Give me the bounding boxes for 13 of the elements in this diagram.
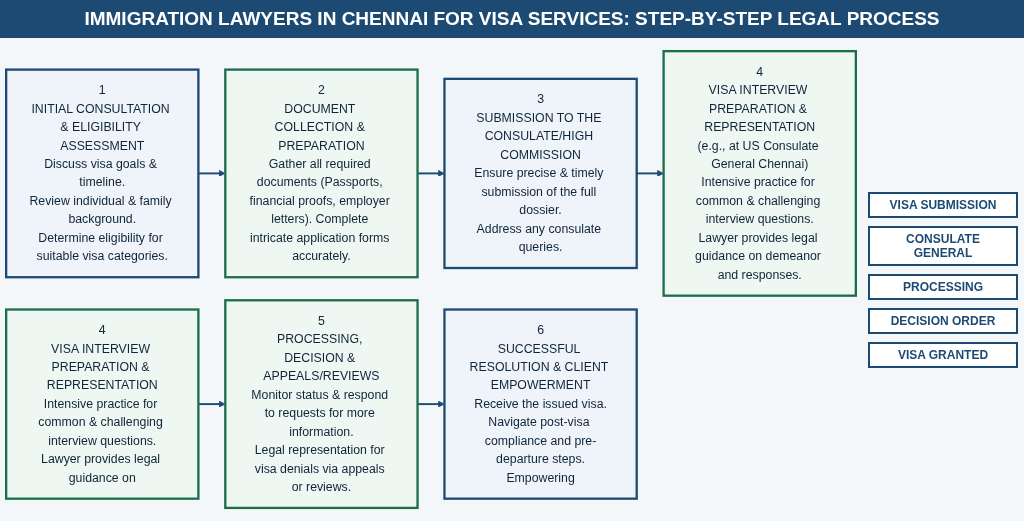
node-box: 4 VISA INTERVIEW PREPARATION & REPRESENTATION Intensive practice for common & challenging interview questions. Lawyer provides legal guidance on [5,308,200,500]
sign-label: VISA SUBMISSION [868,191,1018,218]
node-box: 6 SUCCESSFUL RESOLUTION & CLIENT EMPOWERMENT Receive the issued visa. Navigate post-visa compliance and pre-departure steps. Empowering [443,308,638,500]
node-box: 1 INITIAL CONSULTATION & ELIGIBILITY ASSESSMENT Discuss visa goals & timeline. Review individual & family background. Determine eligibility for suitable visa categories. [5,68,200,279]
node-box: 5 PROCESSING, DECISION & APPEALS/REVIEWS Monitor status & respond to requests for more information. Legal representation for visa denials via appeals or reviews. [224,299,419,510]
sign-label: DECISION ORDER [868,307,1018,334]
node-box: 4 VISA INTERVIEW PREPARATION & REPRESENTATION (e.g., at US Consulate General Chennai) Intensive practice for common & challenging interview questions. Lawyer provides legal guidance on demeanor and responses. [662,49,857,297]
node-box: 3 SUBMISSION TO THE CONSULATE/HIGH COMMISSION Ensure precise & timely submission of the full dossier. Address any consulate queries. [443,77,638,270]
sign-label: CONSULATE GENERAL [868,225,1018,266]
title: IMMIGRATION LAWYERS IN CHENNAI FOR VISA SERVICES: STEP-BY-STEP LEGAL PROCESS [0,0,1024,38]
node-box: 2 DOCUMENT COLLECTION & PREPARATION Gather all required documents (Passports, financial proofs, employer letters). Complete intricate application forms accurately. [224,68,419,279]
sign-label: PROCESSING [868,273,1018,300]
sign-label: VISA GRANTED [868,341,1018,368]
